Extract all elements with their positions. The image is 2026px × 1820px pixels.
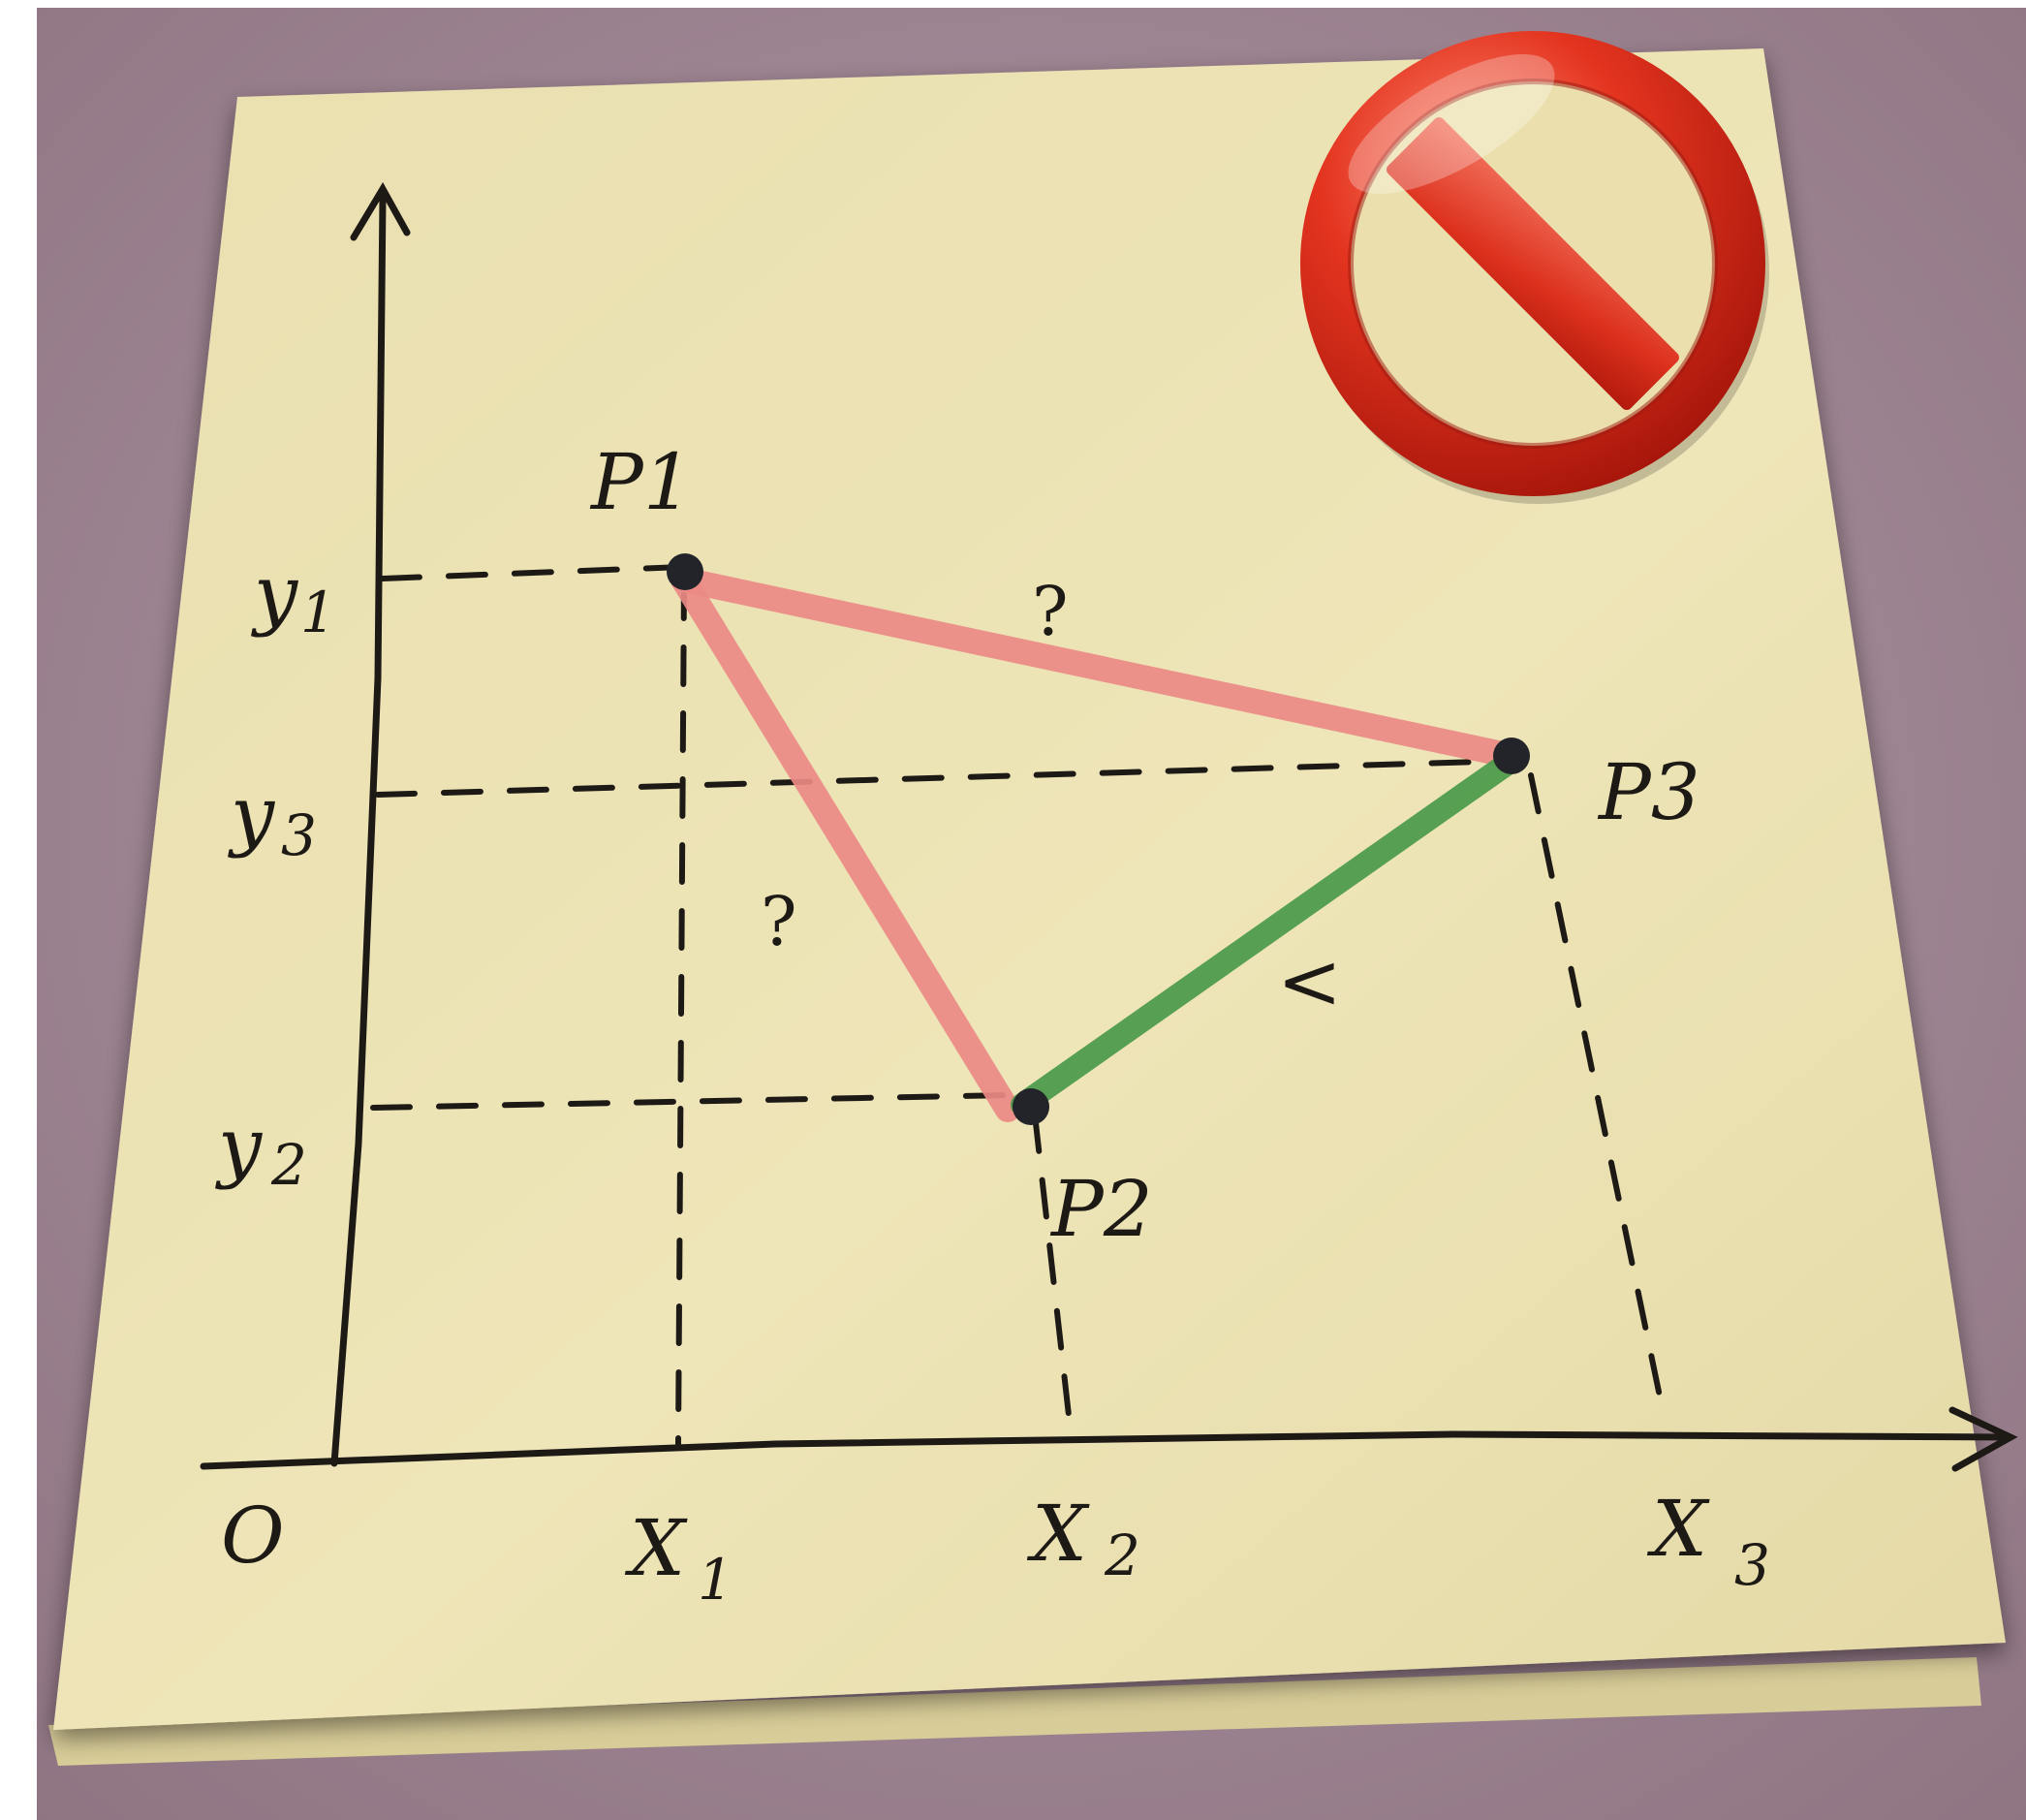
label-y2-sub: 2: [270, 1132, 307, 1198]
label-x1: X 1: [624, 1503, 733, 1613]
label-x3: X 3: [1646, 1484, 1770, 1598]
side-p1-p3: [670, 567, 1524, 769]
point-p3: [1493, 737, 1530, 774]
label-origin: O: [221, 1491, 285, 1581]
label-x2-sub: 2: [1104, 1522, 1140, 1588]
label-y3: y 3: [228, 769, 317, 868]
label-y1: y 1: [251, 549, 336, 645]
label-x3-main: X: [1646, 1484, 1710, 1574]
label-y1-sub: 1: [300, 580, 336, 645]
label-x3-sub: 3: [1734, 1532, 1770, 1598]
dash-x3: [1528, 772, 1668, 1423]
note-pad-edge: [48, 1657, 1981, 1766]
label-x2-main: X: [1026, 1489, 1090, 1579]
known-side-mark: <: [1277, 936, 1342, 1026]
prohibition-icon: [1300, 31, 1769, 504]
dash-y3: [375, 758, 1514, 798]
label-y2: y 2: [215, 1101, 307, 1198]
y-axis-arrowhead: [350, 182, 411, 241]
x-axis-arrowhead: [1948, 1406, 2018, 1472]
y-axis: [330, 195, 387, 1467]
side-p2-p3: [1011, 749, 1523, 1116]
question-mark-left: ?: [761, 882, 797, 961]
label-y1-main: y: [251, 549, 299, 639]
point-p2: [1013, 1088, 1049, 1125]
label-y2-main: y: [215, 1101, 264, 1191]
triangle: [670, 567, 1524, 1122]
dash-y1: [380, 564, 686, 581]
dash-x1: [675, 579, 687, 1447]
label-y3-sub: 3: [281, 802, 317, 868]
x-axis: [200, 1430, 2011, 1470]
label-p2: P2: [1049, 1164, 1153, 1254]
dash-y2: [370, 1092, 1011, 1111]
projection-lines: [370, 564, 1668, 1447]
point-p1: [667, 553, 703, 590]
label-x1-main: X: [624, 1503, 688, 1593]
label-p1: P1: [589, 437, 693, 527]
label-p3: P3: [1597, 747, 1700, 837]
label-y3-main: y: [228, 769, 276, 860]
dash-x2: [1032, 1112, 1074, 1435]
axes: [200, 182, 2018, 1472]
label-x2: X 2: [1026, 1489, 1140, 1588]
side-p1-p2: [670, 567, 1020, 1122]
question-mark-top: ?: [1032, 572, 1069, 651]
label-x1-sub: 1: [698, 1547, 733, 1613]
